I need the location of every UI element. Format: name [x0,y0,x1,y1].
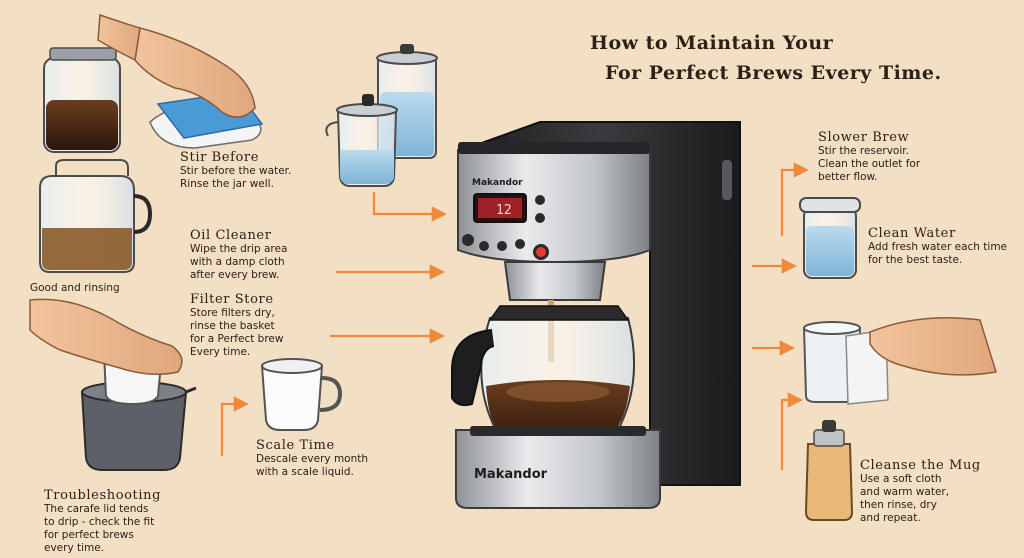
callout-line: then rinse, dry [860,499,937,511]
callout-line: Add fresh water each time [868,241,1008,253]
callout-line: Rinse the jar well. [180,178,274,190]
connector-arrows [220,162,810,470]
callout-line: after every brew. [190,269,280,281]
water-jar-right [799,197,861,279]
callout-line: for the best taste. [868,254,963,266]
callout-heading: Clean Water [868,226,956,241]
carafe-caption: Good and rinsing [30,282,120,294]
mug-in-grinder [29,298,197,471]
callout-oil-cleaner: Oil Cleaner Wipe the drip area with a da… [190,228,287,282]
callout-line: Descale every month [256,453,369,465]
callout-line: rinse the basket [190,320,275,332]
callout-clean-water: Clean Water Add fresh water each time fo… [868,226,1007,267]
callout-line: with a damp cloth [190,256,285,268]
callout-line: Use a soft cloth [860,473,942,485]
machine-brand-label: Makandor [472,178,523,188]
callout-line: for a Perfect brew [190,333,284,345]
callout-jar-clean: Stir Before Stir before the water. Rinse… [180,150,291,191]
coffee-maker [451,121,741,509]
amber-bottle [804,420,854,521]
jar-with-sponge [43,13,264,153]
callout-filter-store: Filter Store Store filters dry, rinse th… [190,292,283,359]
cup-with-cloth [802,316,997,405]
callout-line: every time. [44,542,105,554]
callout-line: better flow. [818,171,878,183]
callout-line: with a scale liquid. [256,466,354,478]
callout-cleanse-tips: Cleanse the Mug Use a soft cloth and war… [860,458,981,525]
callout-troubleshooting: Troubleshooting The carafe lid tends to … [44,488,161,555]
callout-line: Clean the outlet for [818,158,921,170]
callout-heading: Slower Brew [818,130,910,145]
callout-slow-brew: Slower Brew Stir the reservoir. Clean th… [818,130,920,184]
callout-line: and warm water, [860,486,950,498]
callout-line: Store filters dry, [190,307,275,319]
callout-line: The carafe lid tends [44,503,149,515]
lcd-readout: 12 [496,203,512,218]
base-brand-label: Makandor [474,467,548,482]
callout-heading: Filter Store [190,292,274,307]
callout-line: Wipe the drip area [190,243,288,255]
callout-heading: Cleanse the Mug [860,458,981,473]
callout-line: Every time. [190,346,251,358]
callout-heading: Troubleshooting [44,488,162,503]
water-pitchers [325,44,438,187]
callout-line: Stir the reservoir. [818,145,909,157]
callout-scale-time: Scale Time Descale every month with a sc… [256,438,368,479]
callout-heading: Oil Cleaner [190,228,272,243]
page-title-line2: For Perfect Brews Every Time. [605,62,942,84]
callout-heading: Stir Before [180,150,260,165]
callout-line: Stir before the water. [180,165,292,177]
page-title-line1: How to Maintain Your [590,32,834,54]
glass-carafe-left [39,159,153,273]
callout-line: and repeat. [860,512,921,524]
callout-line: for perfect brews [44,529,134,541]
white-mug [260,358,343,431]
callout-heading: Scale Time [256,438,335,453]
callout-line: to drip - check the fit [44,516,155,528]
